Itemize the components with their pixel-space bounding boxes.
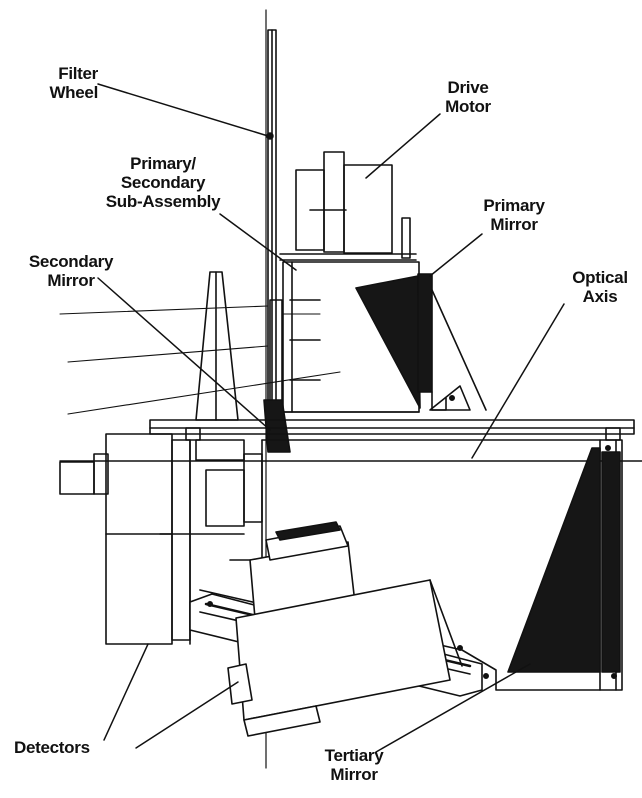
primary-mirror-shape <box>355 273 487 411</box>
label-filter-wheel: Filter Wheel <box>49 64 98 102</box>
leader-detectors-2 <box>135 681 239 749</box>
label-optical-axis: Optical Axis <box>572 268 628 306</box>
filter-wheel-rod <box>267 29 283 421</box>
leader-primary-mirror <box>429 233 483 277</box>
primary-secondary-housing <box>282 261 420 413</box>
primary-bracket <box>429 385 471 411</box>
label-tertiary-mirror: Tertiary Mirror <box>324 746 384 784</box>
label-detectors: Detectors <box>14 738 90 757</box>
leader-optical-axis <box>471 303 565 459</box>
baffle-cone <box>195 271 239 421</box>
incoming-rays <box>59 305 341 415</box>
leader-lines <box>97 83 565 753</box>
leader-tertiary-mirror <box>375 663 531 753</box>
label-drive-motor: Drive Motor <box>445 78 491 116</box>
detector-assembly-tilted <box>189 521 489 737</box>
drive-motor <box>279 151 417 261</box>
leader-drive-motor <box>365 113 441 179</box>
baseplate <box>149 419 635 441</box>
label-primary-mirror: Primary Mirror <box>483 196 545 234</box>
leader-filter-wheel <box>97 83 269 137</box>
leader-sub-assembly <box>219 213 297 271</box>
leader-detectors-1 <box>103 643 149 741</box>
label-secondary-mirror: Secondary Mirror <box>28 252 114 290</box>
tertiary-mirror-shape <box>507 447 621 673</box>
leader-secondary-mirror <box>97 277 271 431</box>
secondary-mirror-shape <box>263 399 291 453</box>
label-primary-secondary-subassembly: Primary/ Secondary Sub-Assembly <box>105 154 221 211</box>
